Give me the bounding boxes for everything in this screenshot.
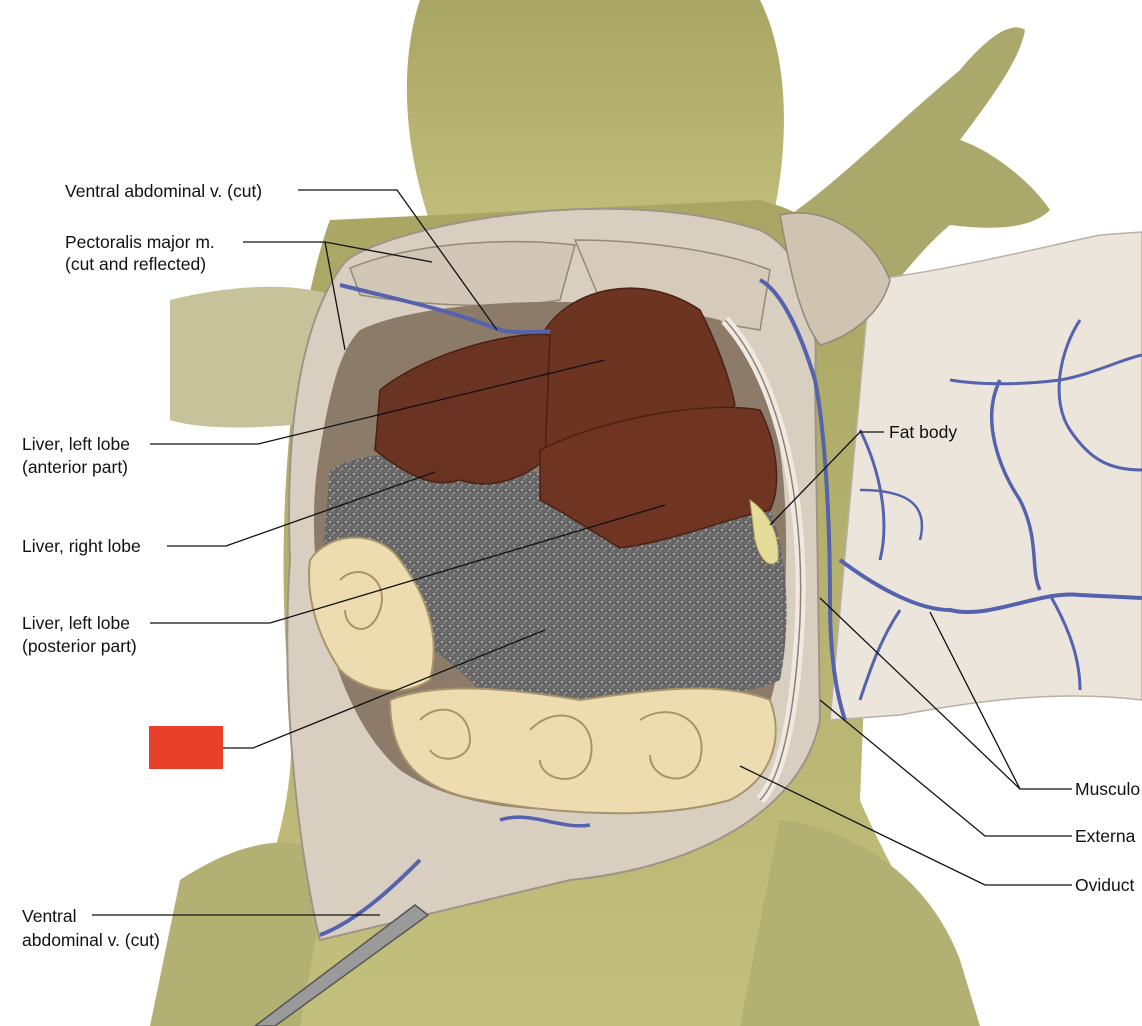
- label-pectoralis-major-line1: Pectoralis major m.: [65, 232, 215, 252]
- left-hindlimb: [150, 842, 330, 1026]
- liver-left-lobe-posterior: [539, 406, 778, 549]
- vessel-body-wall-branch-7: [859, 488, 924, 541]
- label-liver-right-lobe: Liver, right lobe: [22, 536, 141, 556]
- leader-liver-right: [167, 471, 436, 547]
- frog-head: [406, 0, 784, 250]
- liver-right-lobe: [374, 333, 551, 485]
- vessel-body-wall-branch-5: [1048, 594, 1082, 691]
- vessel-body-wall-branch-4: [858, 609, 902, 701]
- intestine-coils-bottom: [388, 687, 777, 815]
- label-fat-body: Fat body: [889, 422, 958, 442]
- leader-liver-left-anterior: [150, 359, 606, 445]
- label-ventral-abdominal-vein-top: Ventral abdominal v. (cut): [65, 181, 263, 201]
- intestine-fold-1: [419, 708, 472, 760]
- ventral-abdominal-vein-lower-branch: [499, 815, 591, 828]
- fat-body: [749, 498, 779, 565]
- label-liver-left-posterior-line2: (posterior part): [22, 636, 137, 656]
- leader-pectoralis-2: [324, 241, 346, 351]
- intestine-fold-4: [339, 570, 383, 630]
- leader-musculo-2: [819, 597, 1021, 790]
- intestine-fold-2: [529, 714, 593, 780]
- label-liver-left-anterior-line1: Liver, left lobe: [22, 434, 130, 454]
- vessel-body-wall-branch-3: [1057, 319, 1142, 472]
- label-liver-left-anterior-line2: (anterior part): [22, 457, 129, 477]
- leader-hidden-label: [223, 629, 546, 749]
- right-shoulder-muscle: [779, 212, 891, 346]
- label-ventral-line1: Ventral: [22, 906, 77, 926]
- hidden-label-box: [149, 726, 223, 769]
- leader-externa: [819, 699, 1072, 837]
- vessel-right-wall: [758, 278, 847, 721]
- ventral-abdominal-vein-bottom: [319, 858, 422, 937]
- right-hindlimb: [740, 820, 980, 1026]
- label-musculo: Musculo: [1075, 779, 1141, 799]
- cavity-wall-strip-edge: [724, 319, 802, 801]
- vessel-body-wall-branch-1: [990, 379, 1042, 591]
- forceps: [253, 904, 430, 1026]
- label-liver-left-posterior-line1: Liver, left lobe: [22, 613, 130, 633]
- leader-fat-body: [769, 431, 884, 526]
- vessel-body-wall-branch-6: [858, 429, 886, 561]
- intestine-fold-3: [639, 711, 703, 780]
- ventral-abdominal-vein-top: [339, 283, 551, 335]
- leader-oviduct: [739, 765, 1072, 886]
- label-ventral-line2: abdominal v. (cut): [22, 930, 160, 950]
- label-oviduct: Oviduct: [1075, 875, 1135, 895]
- leader-lines: [92, 189, 1072, 916]
- leader-liver-left-posterior: [150, 504, 666, 624]
- label-pectoralis-major-line2: (cut and reflected): [65, 254, 207, 274]
- label-externa: Externa: [1075, 826, 1136, 846]
- leader-ventral-abdominal-top: [298, 189, 498, 331]
- intestine-coils-left: [308, 536, 435, 692]
